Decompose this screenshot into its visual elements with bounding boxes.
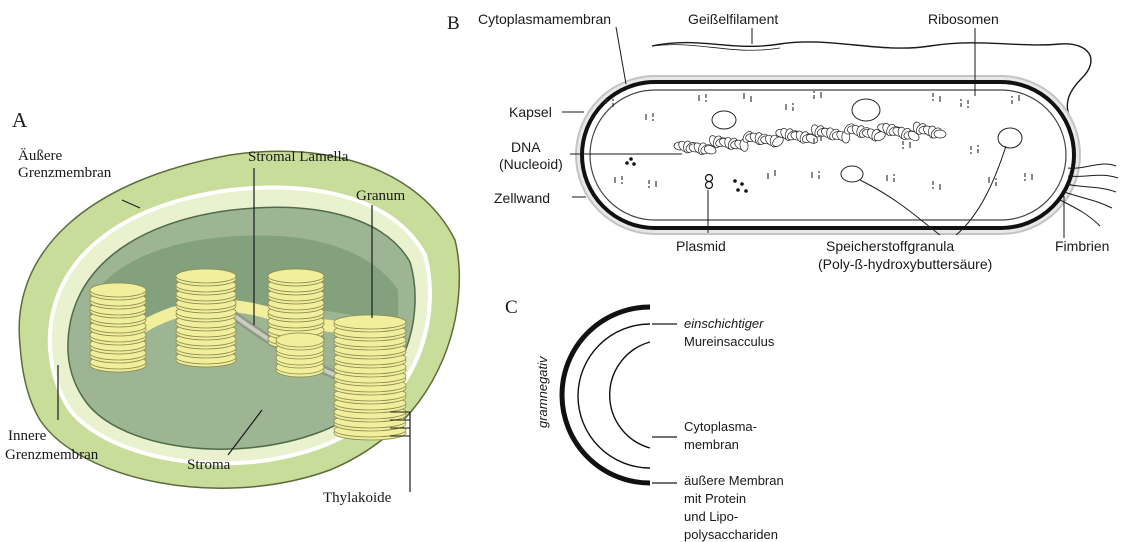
label-thylakoide: Thylakoide [323, 490, 392, 506]
label-einschichtiger: einschichtiger [684, 316, 764, 331]
label-stromal-lamella: Stromal Lamella [248, 149, 349, 165]
label-mit-protein: mit Protein [684, 491, 746, 506]
label-polysacchariden: polysacchariden [684, 527, 778, 542]
label-granum: Granum [356, 188, 405, 204]
label-ribosomen: Ribosomen [928, 11, 999, 27]
label-outer-membrane: Äußere [18, 147, 62, 164]
granum-stack [276, 333, 324, 377]
label-kapsel: Kapsel [509, 104, 552, 120]
label-zellwand: Zellwand [494, 190, 550, 206]
label-cytoplasmamembran: Cytoplasmamembran [478, 11, 611, 27]
cell-wall [582, 82, 1074, 228]
label-gramnegativ: gramnegativ [535, 355, 550, 428]
label-outer-membrane-2: Grenzmembran [18, 165, 112, 181]
label-membran: membran [684, 437, 739, 452]
panel-c-letter: C [505, 297, 518, 318]
panel-b-letter: B [447, 13, 460, 34]
panel-b-bacterium: B Cytoplasmamembran Geißelfilament Ribos… [447, 11, 1118, 272]
granule [852, 99, 880, 121]
label-plasmid: Plasmid [676, 238, 726, 254]
label-aeussere-membran: äußere Membran [684, 473, 784, 488]
panel-a-chloroplast: A Äußere Grenzmembran Stromal Lamella Gr… [5, 108, 459, 506]
panel-a-letter: A [12, 108, 28, 132]
label-fimbrien: Fimbrien [1055, 238, 1109, 254]
label-geisselfilament: Geißelfilament [688, 11, 778, 27]
label-nucleoid: (Nucleoid) [499, 156, 563, 172]
label-und-lipo: und Lipo- [684, 509, 738, 524]
label-stroma: Stroma [187, 457, 231, 473]
label-cytoplasma: Cytoplasma- [684, 419, 757, 434]
granule [841, 166, 863, 182]
label-mureinsacculus: Mureinsacculus [684, 334, 775, 349]
label-speicherstoffgranula: Speicherstoffgranula [826, 238, 954, 254]
granule [712, 111, 736, 129]
label-polyhydroxybuttersaeure: (Poly-ß-hydroxybuttersäure) [818, 256, 992, 272]
cytoplasma-membrane-arc [610, 342, 650, 448]
label-inner-membrane: Innere [8, 428, 47, 444]
label-inner-membrane-2: Grenzmembran [5, 447, 99, 463]
outer-membrane-arc [562, 307, 650, 483]
panel-c-gram-negative: C gramnegativ einschichtiger Mureinsaccu… [505, 297, 784, 542]
granum-stack [334, 315, 406, 440]
granule [998, 128, 1022, 148]
granum-stack [90, 283, 146, 372]
label-dna: DNA [511, 139, 541, 155]
granum-stack [176, 269, 236, 367]
